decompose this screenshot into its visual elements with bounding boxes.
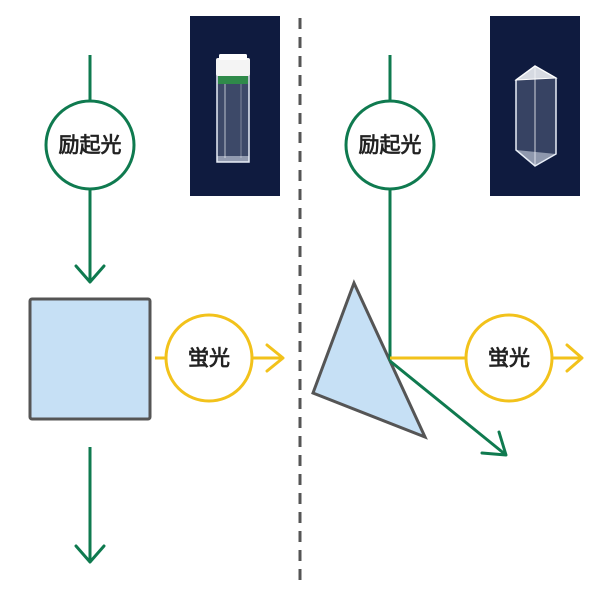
transmitted-arrowhead-icon [74,544,106,564]
left-panel: 励起光 蛍光 [28,16,285,564]
excitation-light-label-right: 励起光 [359,133,422,157]
excitation-light-label: 励起光 [59,133,122,157]
right-panel: 励起光 蛍光 [311,16,584,457]
excitation-arrowhead-icon [74,264,106,284]
square-cuvette-sample [28,297,152,421]
fluorescence-arrowhead-icon-right [565,343,584,373]
square-cuvette-photo [190,16,280,196]
triangular-cuvette-sample [311,279,428,440]
reflected-arrow-line [389,359,507,457]
fluorescence-label: 蛍光 [188,346,230,370]
reflected-arrowhead-icon [480,430,508,457]
triangular-cuvette-photo [490,16,580,196]
fluorescence-label-right: 蛍光 [488,346,530,370]
fluorescence-arrowhead-icon [265,343,285,373]
